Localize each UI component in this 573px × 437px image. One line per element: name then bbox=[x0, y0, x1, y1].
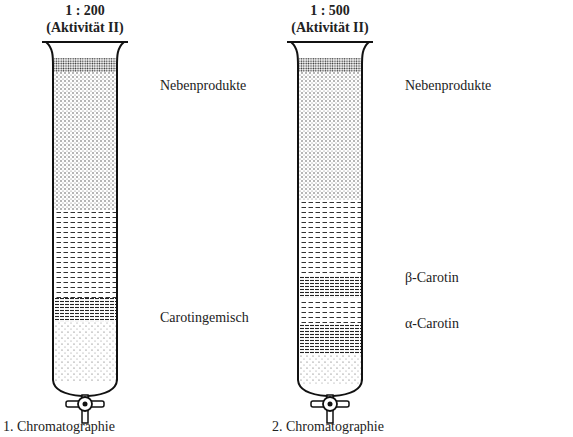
zone-label: Nebenprodukte bbox=[160, 78, 246, 94]
zone-label: Nebenprodukte bbox=[405, 78, 491, 94]
zone-label: Carotingemisch bbox=[160, 310, 249, 326]
column-1 bbox=[42, 42, 128, 423]
activity-header: (Aktivität II) bbox=[46, 20, 123, 36]
activity-header: (Aktivität II) bbox=[291, 20, 368, 36]
caption-label: 2. Chromatographie bbox=[272, 419, 384, 435]
column-2 bbox=[287, 42, 373, 423]
ratio-header: 1 : 200 bbox=[65, 3, 105, 19]
caption-label: 1. Chromatographie bbox=[3, 419, 115, 435]
zone-label: α-Carotin bbox=[405, 316, 459, 332]
zone-label: β-Carotin bbox=[405, 270, 459, 286]
ratio-header: 1 : 500 bbox=[310, 3, 350, 19]
